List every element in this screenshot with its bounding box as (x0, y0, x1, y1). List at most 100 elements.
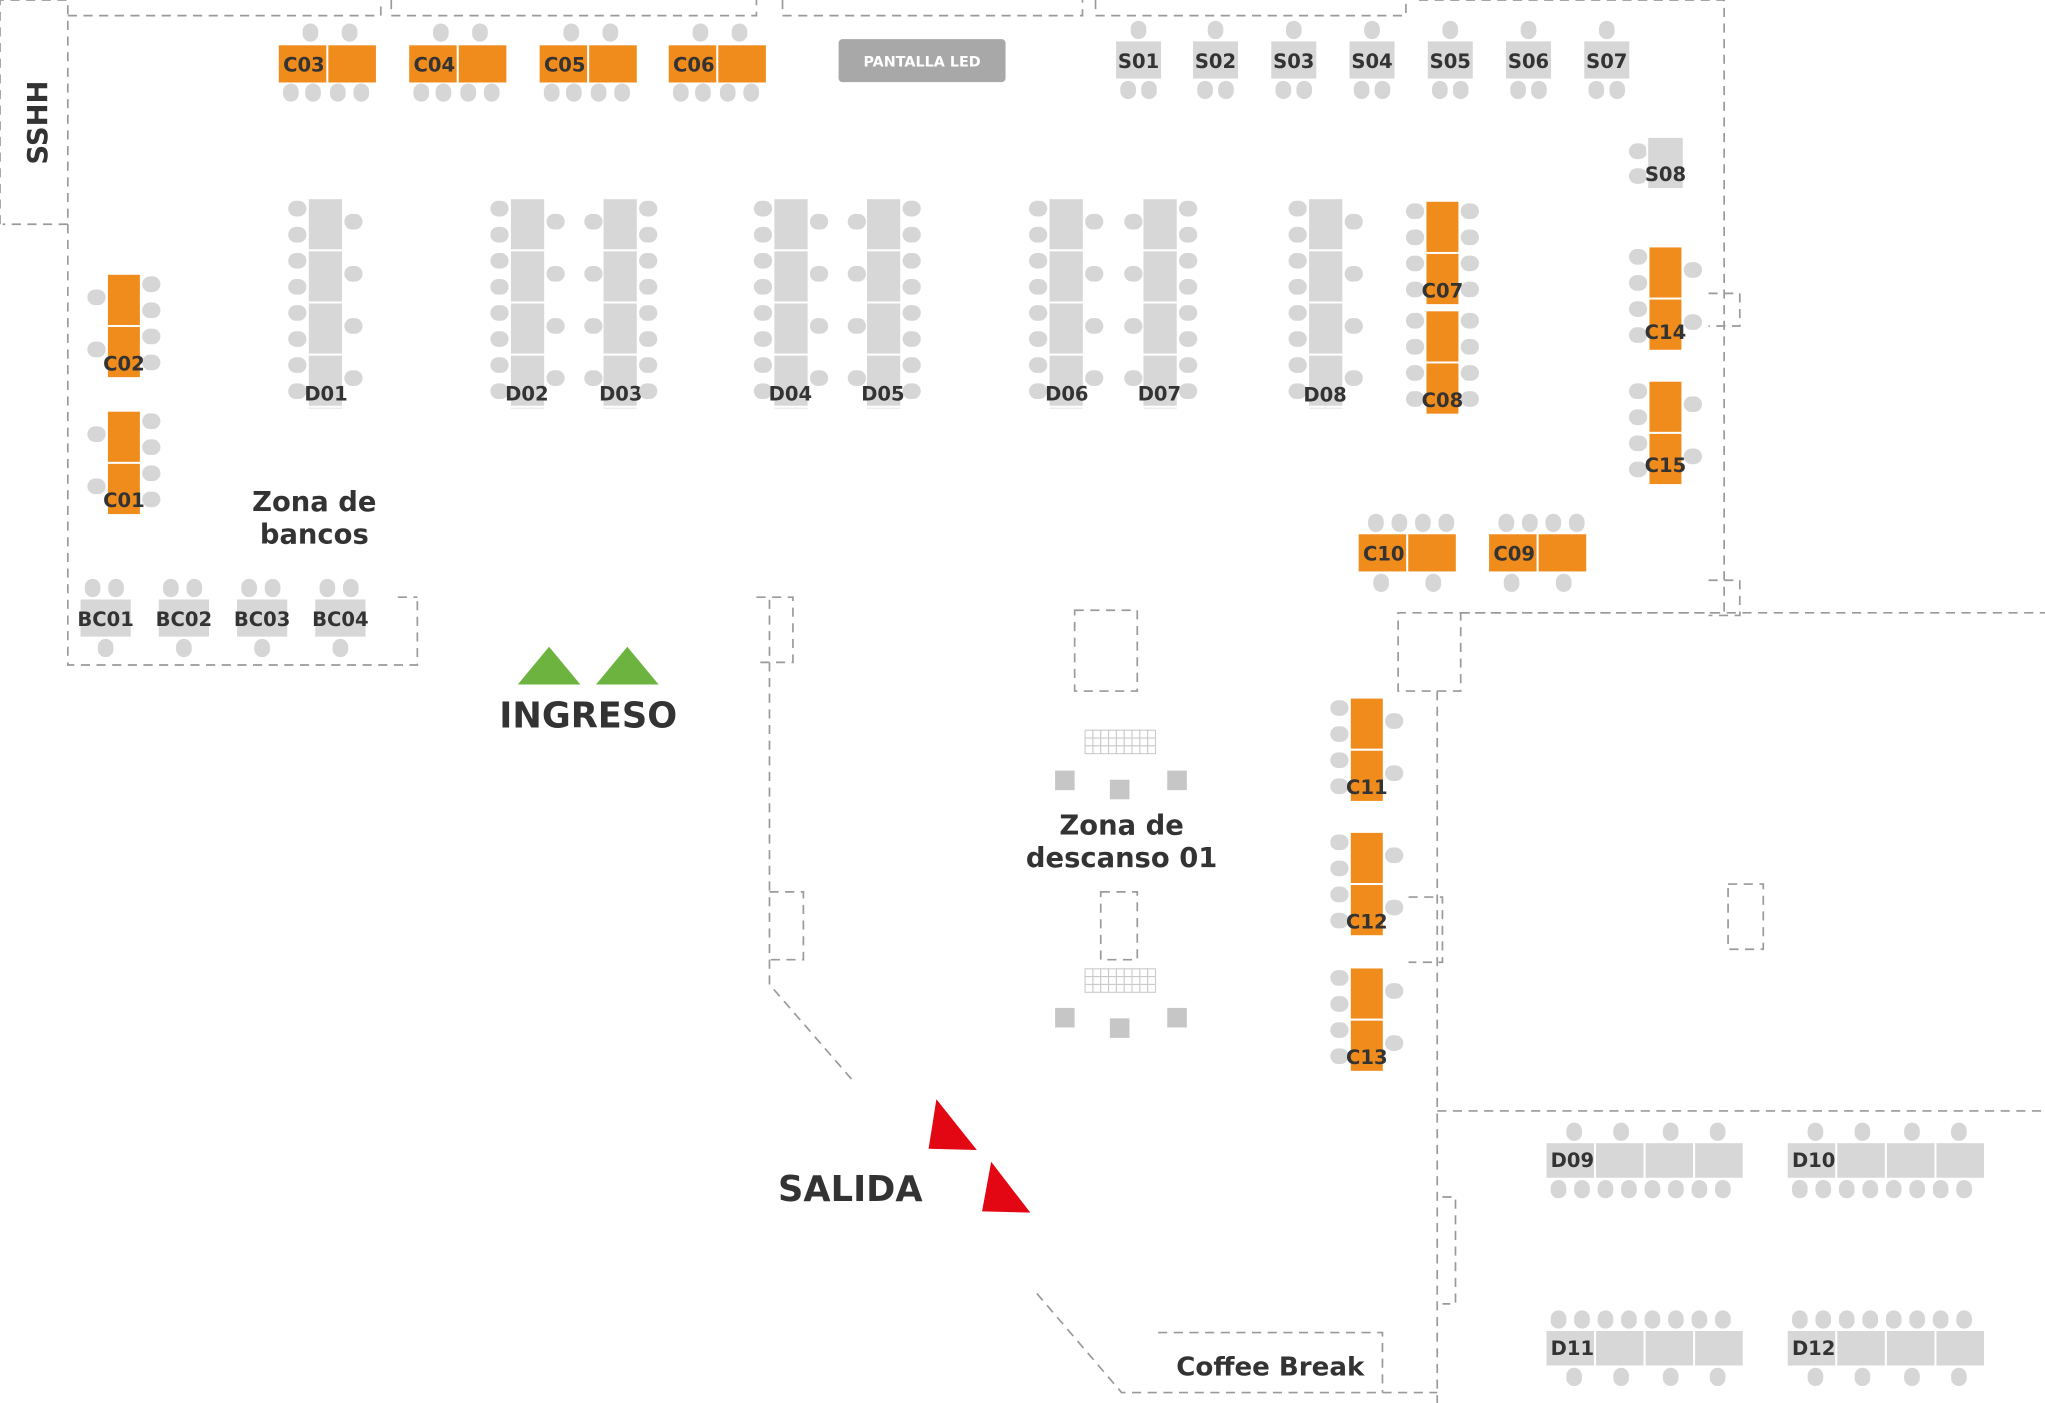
desk-table[interactable] (508, 197, 547, 252)
wall (1094, 0, 1726, 692)
desk-table[interactable] (865, 249, 903, 304)
coworking-table[interactable] (105, 324, 142, 380)
coworking-table[interactable] (587, 43, 639, 85)
desk-table[interactable] (1307, 301, 1345, 356)
desk-table[interactable] (772, 249, 810, 304)
desk-table[interactable] (601, 197, 639, 252)
coworking-table[interactable] (105, 272, 142, 327)
station-table[interactable] (1347, 39, 1397, 81)
station-table[interactable] (1646, 135, 1685, 191)
chair (1385, 899, 1404, 916)
desk-table[interactable] (865, 353, 903, 408)
chair (288, 226, 307, 243)
desk-table[interactable] (1643, 1141, 1696, 1180)
chair (753, 252, 773, 269)
desk-edge (306, 405, 344, 411)
coworking-table[interactable] (1424, 309, 1461, 364)
station-table[interactable] (1504, 39, 1553, 81)
chair (1597, 1180, 1614, 1199)
lounge-seat (1055, 1007, 1075, 1028)
bench[interactable] (78, 597, 133, 639)
coworking-table[interactable] (326, 43, 378, 85)
coworking-table[interactable] (1348, 748, 1385, 803)
desk-table[interactable] (306, 301, 344, 356)
coworking-table[interactable] (407, 43, 459, 85)
desk-table[interactable] (1047, 249, 1085, 304)
coworking-table[interactable] (1424, 361, 1461, 416)
chair (902, 200, 921, 217)
desk-table[interactable] (1141, 353, 1179, 408)
bench[interactable] (156, 597, 211, 639)
station-table[interactable] (1425, 39, 1475, 81)
chair (1288, 357, 1307, 373)
desk-table[interactable] (1934, 1141, 1986, 1180)
chair (847, 370, 866, 386)
desk-table[interactable] (306, 249, 344, 304)
station-table[interactable] (1269, 39, 1319, 81)
desk-table[interactable] (306, 197, 344, 252)
chair (432, 23, 449, 42)
coworking-table[interactable] (716, 43, 768, 85)
desk-table[interactable] (1835, 1329, 1887, 1368)
desk-table[interactable] (1693, 1141, 1745, 1180)
station-table[interactable] (1191, 39, 1240, 81)
station-table[interactable] (1582, 39, 1632, 81)
bench[interactable] (235, 597, 290, 639)
coworking-table[interactable] (1348, 830, 1385, 886)
desk-table[interactable] (601, 249, 639, 304)
desk-table[interactable] (772, 301, 810, 356)
desk-table[interactable] (508, 301, 547, 356)
desk-table[interactable] (1594, 1329, 1646, 1368)
desk-table[interactable] (1884, 1329, 1937, 1368)
desk-table[interactable] (1643, 1329, 1696, 1368)
coworking-table[interactable] (1647, 431, 1684, 487)
desk-table[interactable] (772, 197, 810, 252)
coworking-table[interactable] (105, 461, 142, 517)
chair (584, 318, 603, 334)
desk-table[interactable] (1594, 1141, 1646, 1180)
station-table[interactable] (1114, 39, 1164, 81)
coworking-table[interactable] (1406, 532, 1458, 574)
desk-table[interactable] (1835, 1141, 1887, 1180)
chair (288, 331, 307, 347)
coworking-table[interactable] (1647, 245, 1684, 300)
desk-table[interactable] (508, 249, 547, 304)
desk-table[interactable] (865, 197, 903, 252)
coworking-table[interactable] (1348, 883, 1385, 938)
desk-table[interactable] (1785, 1329, 1838, 1368)
desk-table[interactable] (1693, 1329, 1745, 1368)
coworking-table[interactable] (456, 43, 509, 85)
desk-table[interactable] (508, 353, 547, 408)
desk-table[interactable] (1884, 1141, 1937, 1180)
station-label-s08: S08 (1645, 163, 1686, 186)
coworking-table[interactable] (1424, 251, 1461, 307)
desk-table[interactable] (1047, 353, 1085, 408)
desk-table[interactable] (1307, 249, 1345, 304)
desk-table[interactable] (1141, 301, 1179, 356)
coworking-table[interactable] (1647, 379, 1684, 434)
chair (1545, 513, 1562, 532)
desk-table[interactable] (1047, 301, 1085, 356)
wall (66, 224, 419, 666)
desk-table[interactable] (306, 353, 344, 408)
zona-bancos-label-2: bancos (260, 520, 369, 551)
coworking-table[interactable] (1424, 199, 1461, 254)
desk-table[interactable] (1307, 197, 1345, 252)
coworking-table[interactable] (105, 409, 142, 464)
desk-table[interactable] (865, 301, 903, 356)
coworking-table[interactable] (1348, 696, 1385, 751)
coworking-table[interactable] (1647, 297, 1684, 352)
coworking-table[interactable] (1348, 966, 1385, 1021)
desk-table[interactable] (1934, 1329, 1986, 1368)
desk-table[interactable] (1141, 197, 1179, 252)
coworking-table[interactable] (276, 43, 329, 85)
coworking-table[interactable] (537, 43, 590, 85)
coworking-table[interactable] (1348, 1018, 1385, 1073)
desk-table[interactable] (601, 301, 639, 356)
desk-table[interactable] (1047, 197, 1085, 252)
bench[interactable] (313, 597, 368, 639)
desk-table[interactable] (601, 353, 639, 408)
coworking-table[interactable] (1536, 532, 1589, 574)
coworking-table[interactable] (1356, 532, 1409, 574)
desk-table[interactable] (1141, 249, 1179, 304)
